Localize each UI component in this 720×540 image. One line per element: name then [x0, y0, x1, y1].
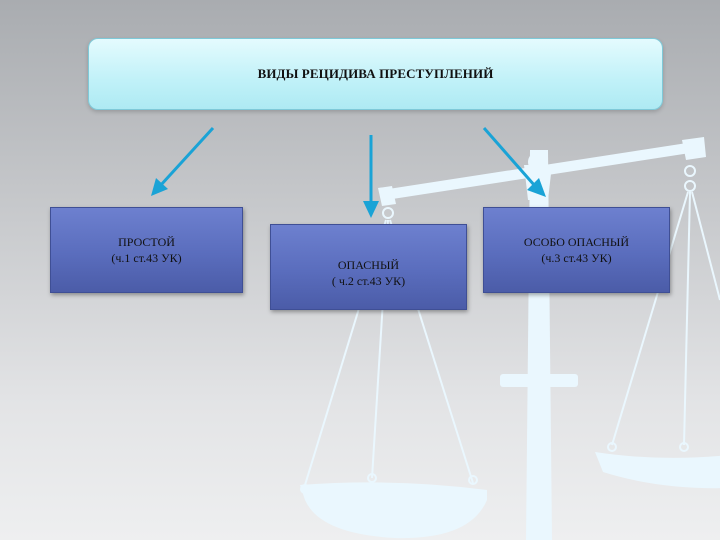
arrow-head-dangerous — [363, 201, 379, 218]
type-ref-dangerous: ( ч.2 ст.43 УК) — [331, 274, 406, 288]
type-box-simple: ПРОСТОЙ (ч.1 ст.43 УК) — [50, 207, 243, 293]
arrow-head-simple — [151, 178, 168, 196]
arrow-to-especially — [482, 127, 537, 187]
type-name-especially-dangerous: ОСОБО ОПАСНЫЙ — [523, 235, 630, 249]
arrow-to-simple — [158, 126, 215, 188]
title-box: ВИДЫ РЕЦИДИВА ПРЕСТУПЛЕНИЙ — [88, 38, 663, 110]
type-ref-simple: (ч.1 ст.43 УК) — [111, 251, 182, 265]
diagram-arrows — [151, 126, 546, 218]
type-box-dangerous: ОПАСНЫЙ ( ч.2 ст.43 УК) — [270, 224, 467, 310]
type-ref-especially-dangerous: (ч.3 ст.43 УК) — [541, 251, 612, 265]
type-name-dangerous: ОПАСНЫЙ — [337, 258, 400, 272]
arrow-head-especially — [527, 178, 546, 197]
diagram-title: ВИДЫ РЕЦИДИВА ПРЕСТУПЛЕНИЙ — [257, 66, 494, 81]
scales-drawing — [300, 137, 720, 540]
type-name-simple: ПРОСТОЙ — [118, 235, 175, 249]
type-box-especially-dangerous: ОСОБО ОПАСНЫЙ (ч.3 ст.43 УК) — [483, 207, 670, 293]
